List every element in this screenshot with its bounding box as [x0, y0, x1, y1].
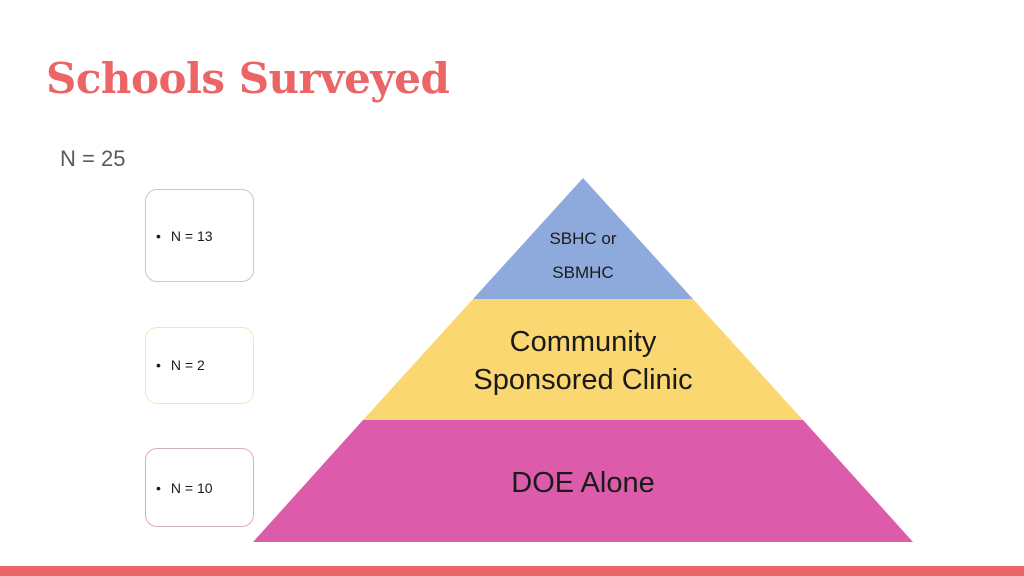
tier-middle-label-line1: Community — [510, 326, 657, 358]
tier-middle-label-line2: Sponsored Clinic — [473, 364, 692, 396]
tier-top-label-line2: SBMHC — [552, 263, 613, 282]
slide-title: Schools Surveyed — [46, 54, 450, 103]
count-box-label: • N = 10 — [156, 480, 213, 496]
count-box-label: • N = 13 — [156, 228, 213, 244]
bullet-icon: • — [156, 357, 161, 373]
pyramid-tier-top — [473, 178, 693, 299]
tier-bottom-label: DOE Alone — [511, 467, 654, 499]
total-count: N = 25 — [60, 146, 126, 171]
bullet-icon: • — [156, 480, 161, 496]
count-box-top-tier: • N = 13 — [145, 189, 254, 282]
pyramid-tier-bottom — [253, 420, 913, 542]
accent-bar — [0, 566, 1024, 576]
count-value: N = 13 — [170, 228, 213, 244]
tier-top-label-line1: SBHC or — [549, 229, 616, 248]
count-box-label: • N = 2 — [156, 357, 205, 373]
count-box-middle-tier: • N = 2 — [145, 327, 254, 404]
count-value: N = 2 — [170, 357, 205, 373]
bullet-icon: • — [156, 228, 161, 244]
count-box-bottom-tier: • N = 10 — [145, 448, 254, 527]
pyramid-tier-middle — [363, 299, 803, 420]
count-value: N = 10 — [170, 480, 213, 496]
